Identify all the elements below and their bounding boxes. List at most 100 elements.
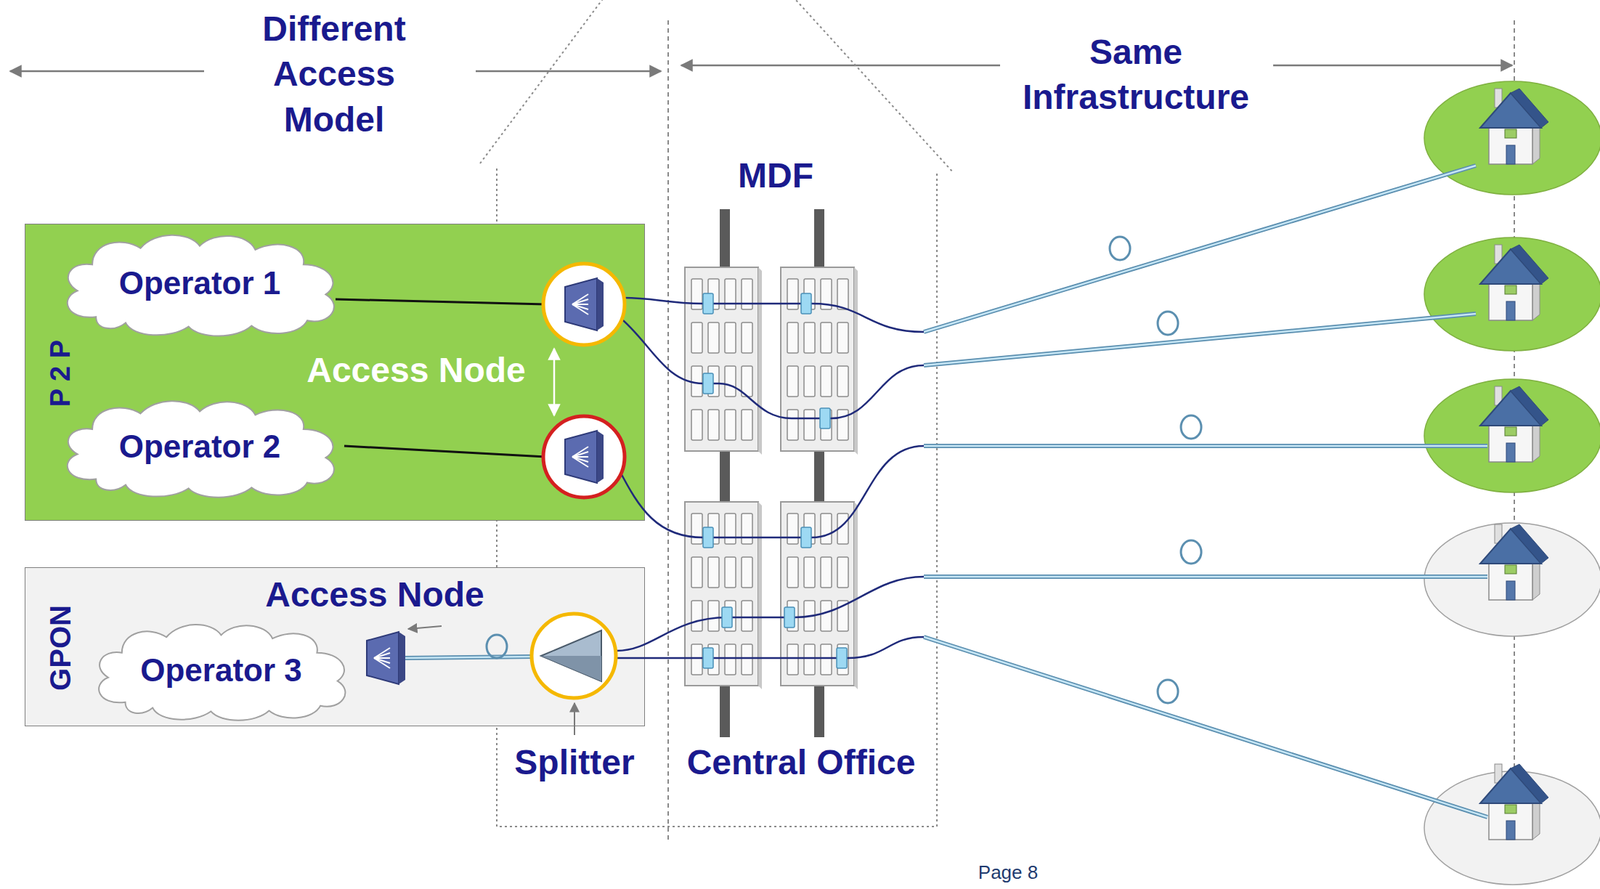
- patch-slot: [787, 600, 799, 632]
- patch-slot: [820, 513, 832, 544]
- patch-slot: [724, 644, 736, 675]
- house-door: [1506, 581, 1516, 600]
- patch-slot: [803, 409, 815, 441]
- home-ground: [1424, 81, 1600, 195]
- operator-cloud: Operator 3: [84, 617, 359, 724]
- patch-slot: [708, 409, 720, 441]
- fiber-inner: [923, 165, 1476, 332]
- patch-slot: [691, 513, 703, 544]
- patch-slot: [787, 644, 799, 675]
- patch-port: [703, 527, 714, 548]
- fiber-loop: [1180, 415, 1202, 439]
- fiber-inner: [923, 313, 1476, 366]
- patch-port: [703, 373, 714, 394]
- patch-slot: [820, 409, 832, 441]
- patch-slot: [741, 366, 753, 397]
- patch-slot: [741, 409, 753, 441]
- operator-name: Operator 3: [134, 651, 309, 690]
- patch-slot: [708, 322, 720, 353]
- fiber-loop: [1157, 679, 1179, 704]
- span-arrow: [681, 64, 1001, 67]
- patch-slot: [787, 366, 799, 397]
- patch-slot: [837, 366, 849, 397]
- fiber-outer: [923, 165, 1476, 332]
- fiber-inner: [923, 445, 1488, 448]
- patch-slot: [724, 600, 736, 632]
- band-title: GPON: [44, 604, 77, 691]
- fiber-outer: [923, 574, 1488, 579]
- rack-frame: [684, 267, 759, 452]
- patch-cord: [618, 316, 924, 419]
- patch-slot: [837, 278, 849, 310]
- patch-slot: [724, 409, 736, 441]
- patch-slot: [708, 600, 720, 632]
- patch-slot: [741, 513, 753, 544]
- patch-slot: [820, 557, 832, 588]
- patch-slot: [724, 557, 736, 588]
- patch-port: [836, 647, 847, 669]
- patch-slot: [837, 322, 849, 353]
- patch-slot: [787, 513, 799, 544]
- house-window: [1504, 565, 1517, 574]
- patch-port: [721, 607, 733, 628]
- patch-slot: [837, 557, 849, 588]
- span-arrow: [1273, 64, 1513, 67]
- patch-slot: [691, 322, 703, 353]
- central-office-outline: [480, 0, 954, 173]
- patch-slot: [691, 409, 703, 441]
- part-label: Splitter: [514, 740, 635, 786]
- patch-slot: [803, 513, 815, 544]
- part-label: Access Node: [306, 347, 526, 393]
- house-door: [1506, 443, 1516, 462]
- patch-slot: [820, 600, 832, 632]
- house-wall: [1488, 422, 1533, 462]
- patch-slot: [820, 278, 832, 310]
- rack-frame: [684, 501, 759, 686]
- patch-port: [819, 408, 831, 429]
- patch-cord: [618, 445, 924, 538]
- house-roof-side: [1510, 764, 1549, 804]
- house-roof-side: [1510, 386, 1549, 426]
- home-ground: [1424, 522, 1600, 637]
- patch-port: [703, 293, 714, 314]
- house-window: [1504, 804, 1517, 814]
- patch-port: [801, 527, 812, 548]
- part-label: MDF: [737, 153, 814, 199]
- patch-slot: [724, 513, 736, 544]
- fiber-loop: [1157, 311, 1179, 335]
- patch-slot: [708, 278, 720, 310]
- fiber-loop: [1109, 236, 1131, 261]
- house-roof-side: [1510, 524, 1549, 564]
- divider-line: [667, 20, 669, 843]
- patch-slot: [724, 278, 736, 310]
- fiber-outer: [923, 443, 1488, 449]
- page-number: Page 8: [978, 860, 1038, 886]
- patch-slot: [708, 366, 720, 397]
- patch-slot: [724, 322, 736, 353]
- part-label: Access Node: [265, 572, 484, 618]
- house-door: [1506, 820, 1516, 840]
- patch-slot: [691, 366, 703, 397]
- patch-slot: [837, 600, 849, 632]
- patch-slot: [837, 513, 849, 544]
- patch-cord: [616, 636, 924, 659]
- fiber-outer: [923, 636, 1488, 818]
- house-window: [1504, 427, 1517, 436]
- patch-slot: [803, 278, 815, 310]
- house-door: [1506, 145, 1516, 165]
- patch-cord: [623, 297, 924, 332]
- fiber-outer: [923, 313, 1476, 366]
- operator-cloud: Operator 2: [51, 393, 348, 501]
- rack-side: [758, 501, 762, 690]
- patch-slot: [787, 322, 799, 353]
- house-roof-side: [1510, 244, 1549, 284]
- home-ground: [1424, 237, 1600, 351]
- patch-slot: [741, 644, 753, 675]
- patch-slot: [724, 366, 736, 397]
- cloud-outline: [67, 400, 335, 498]
- patch-slot: [803, 557, 815, 588]
- patch-port: [801, 293, 812, 314]
- patch-slot: [708, 557, 720, 588]
- patch-slot: [708, 513, 720, 544]
